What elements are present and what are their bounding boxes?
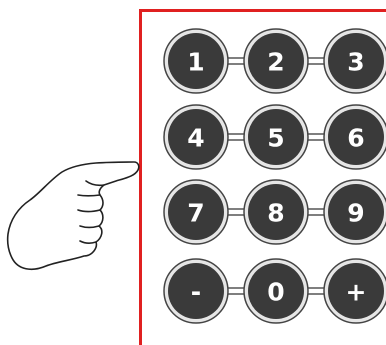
keypad-illustration: 123456789-0+ [0, 0, 386, 345]
pointing-hand-icon [0, 0, 386, 345]
